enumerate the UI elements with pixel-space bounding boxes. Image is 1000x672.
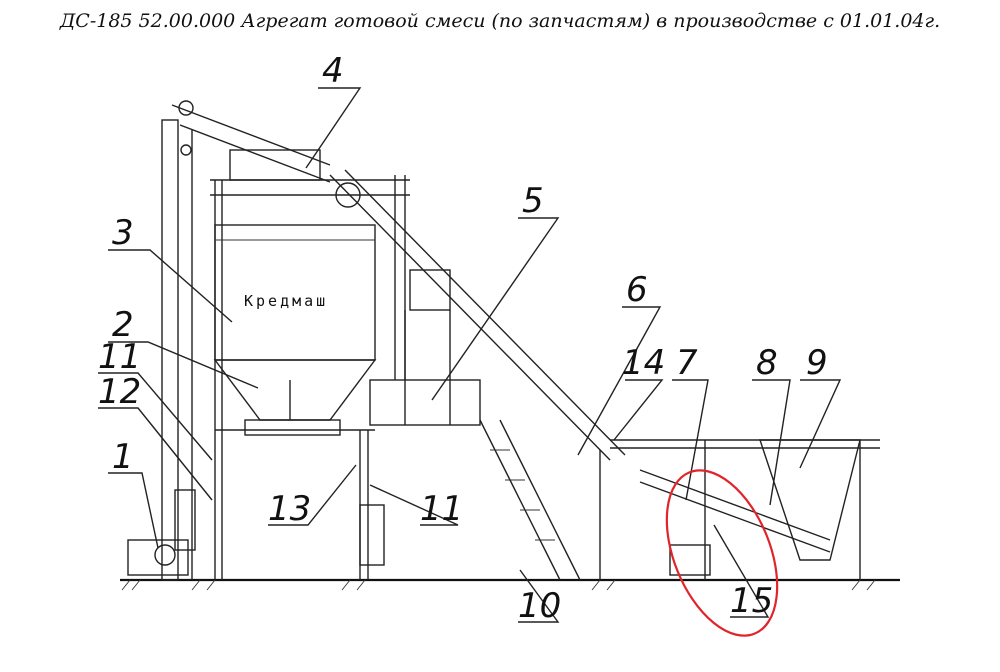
platform-stairs	[369, 310, 581, 581]
callout-3: 3	[112, 213, 134, 253]
callout-15: 15	[730, 581, 773, 621]
drawing-title: ДС-185 52.00.000 Агрегат готовой смеси (…	[59, 10, 941, 32]
callout-11-right: 11	[420, 489, 463, 529]
leader-lines	[98, 87, 842, 623]
callout-13: 13	[268, 489, 311, 529]
callout-2: 2	[112, 305, 134, 345]
hopper: Кредмаш	[213, 224, 377, 436]
inclined-conveyor	[229, 149, 626, 461]
callout-8: 8	[756, 343, 778, 383]
lower-conveyor	[599, 439, 880, 580]
callout-6: 6	[626, 270, 648, 310]
callout-11-left: 11	[98, 337, 141, 377]
callout-4: 4	[322, 51, 344, 91]
callout-1: 1	[112, 437, 134, 477]
callout-5: 5	[522, 181, 544, 221]
callouts: 4 3 5 6 2 11 12 14 7 8 9 1 13 11 10 15	[98, 51, 828, 626]
drive-motor	[127, 539, 189, 576]
highlight-ellipse	[665, 469, 779, 637]
callout-14: 14	[622, 343, 665, 383]
left-tower	[161, 100, 331, 581]
callout-12: 12	[98, 372, 141, 412]
callout-7: 7	[676, 343, 698, 383]
brand-label: Кредмаш	[244, 292, 328, 310]
callout-10: 10	[518, 586, 561, 626]
ground	[120, 578, 900, 591]
callout-9: 9	[806, 343, 828, 383]
